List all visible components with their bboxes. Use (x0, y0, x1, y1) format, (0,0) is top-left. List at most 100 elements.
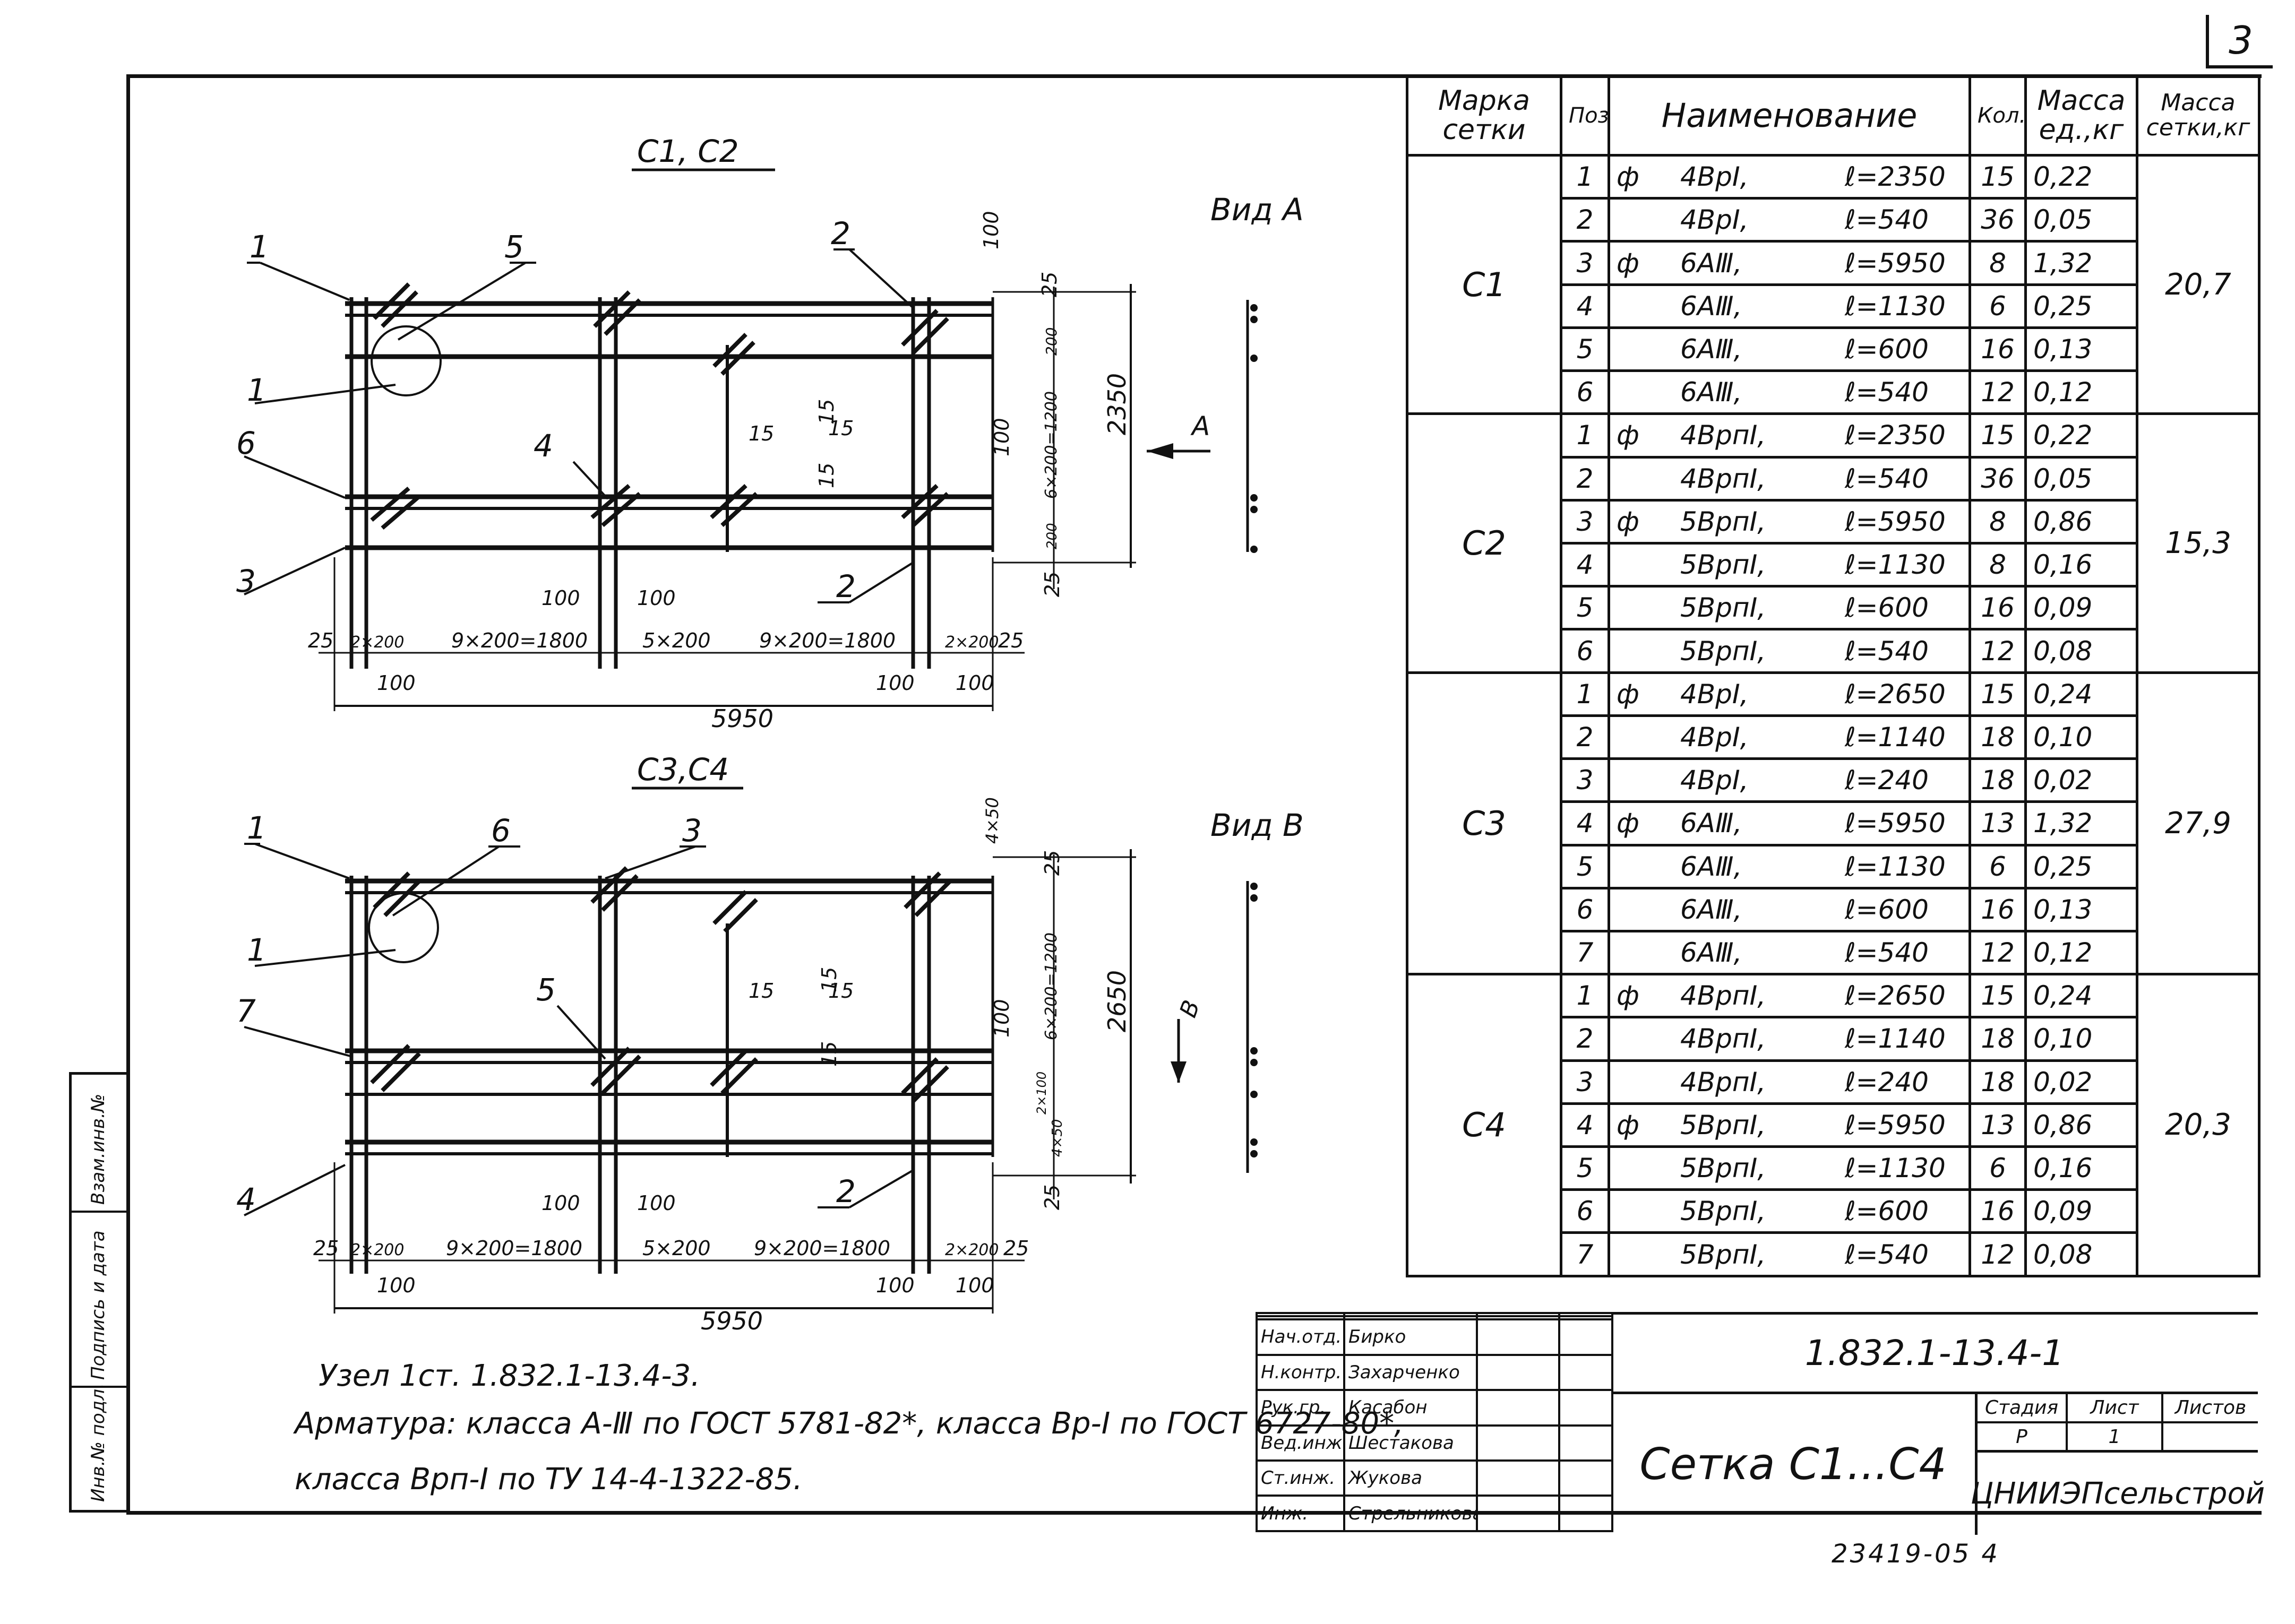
callout-2b: 2 (836, 568, 856, 604)
bar-grade: 4ВрI, (1680, 721, 1749, 753)
bar-length: ℓ=240 (1845, 765, 1929, 796)
dim-c34-b25a: 25 (313, 1237, 339, 1260)
stage-label: Стадия (1978, 1394, 2068, 1421)
dim-c34-right-25: 25 (1041, 1185, 1064, 1210)
position-cell: 1 (1560, 973, 1610, 1019)
callout-3: 3 (236, 563, 256, 599)
note-node: Узел 1ст. 1.832.1-13.4-3. (319, 1359, 700, 1393)
sheets-label: Листов (2174, 1397, 2247, 1419)
staff-signature (1476, 1495, 1560, 1532)
diameter-symbol: ф (1617, 506, 1639, 537)
position-cell: 3 (1560, 757, 1610, 804)
quantity-cell: 15 (1969, 153, 2027, 200)
sheet-label: Лист (2068, 1394, 2163, 1421)
document-code: 1.832.1-13.4-1 (1611, 1315, 2258, 1394)
header-qty: Кол. (1969, 74, 2027, 157)
staff-row: Ст.инж.Жукова (1256, 1459, 1613, 1497)
dim-c34-15b: 15 (749, 979, 774, 1003)
bar-length: ℓ=1130 (1845, 851, 1946, 882)
bar-length: ℓ=600 (1845, 894, 1929, 925)
quantity-cell: 8 (1969, 240, 2027, 286)
bar-grade: 6АⅢ, (1680, 290, 1742, 322)
bar-grade: 4ВрI, (1680, 161, 1749, 193)
position-cell: 3 (1560, 498, 1610, 545)
bar-length: ℓ=2350 (1845, 420, 1946, 451)
staff-row: Рук.гр.Касабон (1256, 1389, 1613, 1427)
quantity-cell: 15 (1969, 973, 2027, 1019)
callout-1b: 1 (247, 372, 267, 408)
bar-grade: 5ВрпI, (1680, 1109, 1766, 1141)
stamp-replace-inv-label: Взам.инв.№ (88, 1093, 109, 1205)
staff-row: Нач.отд.Бирко (1256, 1318, 1613, 1356)
mesh-mass: 27,9 (2136, 671, 2260, 976)
dim-6x200: 6×200=1200 (1042, 391, 1061, 499)
staff-row (1256, 1311, 1613, 1318)
callout-c34-2: 2 (836, 1173, 856, 1210)
staff-signature (1476, 1318, 1560, 1356)
bar-length: ℓ=5950 (1845, 506, 1946, 537)
stamp-signature: Подпись и дата (72, 1213, 129, 1388)
unit-mass-cell: 0,13 (2024, 326, 2138, 373)
bar-length: ℓ=540 (1845, 377, 1929, 408)
sheets-value (2163, 1423, 2258, 1450)
position-cell: 1 (1560, 153, 1610, 200)
staff-date (1558, 1353, 1613, 1392)
unit-mass-cell: 1,32 (2024, 240, 2138, 286)
mesh-mark: С3 (1406, 671, 1562, 976)
document-title: Сетка С1...С4 (1611, 1394, 1978, 1535)
bar-name-cell: 4ВрпI,ℓ=240 (1608, 1059, 1971, 1105)
staff-date (1558, 1315, 1613, 1321)
position-cell: 4 (1560, 800, 1610, 846)
staff-date (1558, 1311, 1613, 1318)
position-cell: 7 (1560, 929, 1610, 976)
bar-length: ℓ=600 (1845, 592, 1929, 624)
bar-name-cell: 5ВрпI,ℓ=600 (1608, 585, 1971, 631)
staff-date (1558, 1389, 1613, 1427)
dim-c34-b9x200a: 9×200=1800 (446, 1237, 582, 1260)
staff-row: Инж.Стрельникова (1256, 1495, 1613, 1532)
header-mark: Марка сетки (1406, 74, 1562, 157)
dim-b2x200b: 2×200 (945, 633, 999, 652)
bar-name-cell: 6АⅢ,ℓ=540 (1608, 929, 1971, 976)
view-a-title: Вид А (1210, 192, 1304, 228)
staff-name: Касабон (1343, 1389, 1478, 1427)
dim-b100c: 100 (377, 671, 416, 695)
bar-grade: 5ВрпI, (1680, 1153, 1766, 1184)
organization: ЦНИИЭПсельстрой (1970, 1476, 2265, 1511)
bar-grade: 5ВрпI, (1680, 635, 1766, 667)
quantity-cell: 16 (1969, 886, 2027, 932)
position-cell: 3 (1560, 1059, 1610, 1105)
bar-length: ℓ=2350 (1845, 161, 1946, 193)
staff-role: Рук.гр. (1256, 1389, 1345, 1427)
bar-length: ℓ=1130 (1845, 1153, 1946, 1184)
mesh-mass: 20,3 (2136, 973, 2260, 1277)
unit-mass-cell: 0,05 (2024, 455, 2138, 502)
dim-c34-b100e: 100 (956, 1274, 994, 1297)
bar-grade: 4ВрпI, (1680, 463, 1766, 494)
position-cell: 2 (1560, 197, 1610, 243)
dim-b25a: 25 (308, 629, 333, 652)
unit-mass-cell: 0,12 (2024, 369, 2138, 416)
unit-mass-cell: 0,22 (2024, 153, 2138, 200)
dim-total-w: 5950 (711, 704, 773, 733)
callout-c34-1b: 1 (247, 932, 267, 968)
header-pos: Поз. (1560, 74, 1610, 157)
callout-c34-4: 4 (236, 1181, 256, 1217)
bar-grade: 4ВрпI, (1680, 980, 1766, 1012)
bar-length: ℓ=240 (1845, 1066, 1929, 1098)
staff-role (1256, 1311, 1345, 1318)
view-b-arrow-label: В (1174, 997, 1205, 1021)
quantity-cell: 8 (1969, 541, 2027, 588)
dim-15d: 15 (815, 463, 838, 488)
